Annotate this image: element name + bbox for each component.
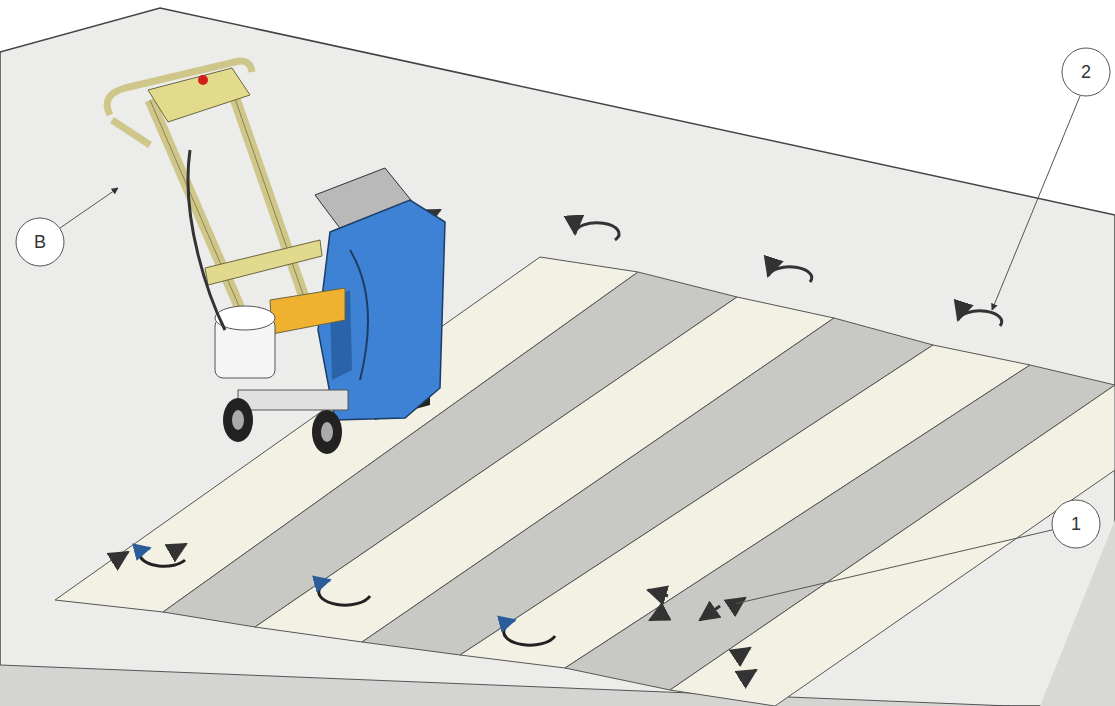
callout-number: B <box>20 230 60 254</box>
turn-arrows <box>140 548 555 645</box>
floor <box>0 8 1115 706</box>
blasting-machine <box>107 61 445 454</box>
callout-number: 2 <box>1066 60 1106 84</box>
callout-circles <box>16 48 1110 548</box>
turn-arrows <box>575 223 1002 326</box>
callout-number: 1 <box>1056 512 1096 536</box>
leader-lines <box>60 96 1080 605</box>
floor-edge <box>0 665 1010 706</box>
treated-strips <box>55 257 1115 706</box>
